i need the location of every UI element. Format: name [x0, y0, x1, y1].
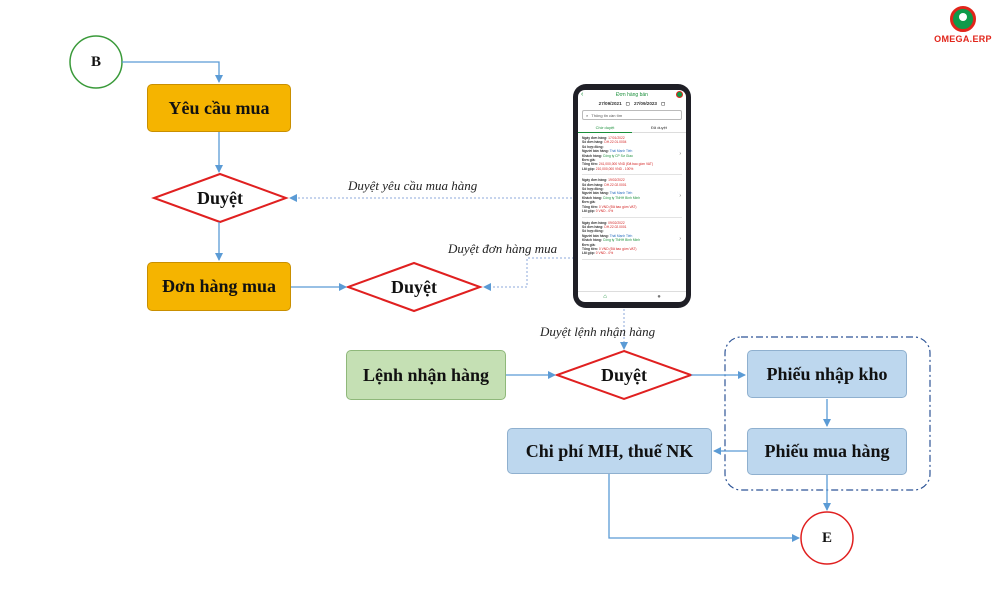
start-label: B [90, 53, 101, 70]
field-label: Số đơn hàng: [582, 182, 604, 187]
field-label: Đơn giá: [582, 158, 596, 163]
phone-header: ‹ Đơn hàng bán [578, 90, 686, 100]
user-icon[interactable]: ● [657, 294, 661, 300]
field-label: Số hợp đồng: [582, 187, 604, 192]
home-icon[interactable]: ⌂ [603, 294, 607, 300]
phone-mockup: ‹ Đơn hàng bán 27/09/2021 ▢ 27/09/2023 ▢… [573, 84, 691, 308]
dotted-arrow-approve-order [483, 257, 578, 291]
field-label: Ngày đơn hàng: [582, 136, 608, 140]
customer: Công ty CP Sư Giao [602, 153, 633, 158]
field-label: Lãi gộp: [582, 251, 595, 256]
field-label: Ngày đơn hàng: [582, 178, 608, 183]
approve-label-1: Duyệt [197, 187, 243, 208]
profit: 0 VND - 0% [595, 251, 614, 256]
omega-erp-logo: OMEGA.ERP [930, 6, 996, 44]
field-label: Người bán hàng: [582, 233, 609, 238]
omega-logo-icon [950, 6, 976, 32]
order-date: 09/02/2022 [608, 220, 625, 225]
label-approve-order: Duyệt đơn hàng mua [448, 241, 558, 256]
stock-receipt-box: Phiếu nhập kho [747, 350, 907, 398]
profit: 210,000,000 VND - 100% [595, 166, 634, 171]
field-label: Tổng tiền: [582, 204, 598, 209]
end-connector-circle [800, 511, 854, 565]
search-placeholder: Thông tin cần tìm [591, 112, 623, 118]
field-label: Lãi gộp: [582, 209, 595, 214]
chevron-right-icon: › [679, 235, 681, 242]
date-to[interactable]: 27/09/2023 [634, 101, 657, 106]
approval-diamond-3 [554, 349, 694, 401]
field-label: Số đơn hàng: [582, 140, 604, 145]
calendar-icon: ▢ [661, 101, 666, 106]
phone-bottom-nav: ⌂ ● [578, 291, 686, 302]
approval-diamond-1 [151, 172, 289, 224]
order-card[interactable]: Ngày đơn hàng: 09/02/2022 Số đơn hàng: D… [582, 221, 682, 260]
back-icon[interactable]: ‹ [581, 91, 584, 98]
phone-title: Đơn hàng bán [616, 92, 648, 98]
label-approve-receipt: Duyệt lệnh nhận hàng [540, 324, 656, 339]
phone-tabs: Chờ duyệt Đã duyệt [578, 123, 686, 133]
field-label: Tổng tiền: [582, 162, 598, 167]
end-label: E [821, 529, 832, 546]
order-card[interactable]: Ngày đơn hàng: 19/02/2022 Số đơn hàng: D… [582, 178, 682, 218]
field-label: Khách hàng: [582, 153, 602, 158]
order-number: DH.22.02.0001 [604, 182, 627, 187]
chevron-right-icon: › [679, 151, 681, 157]
chevron-right-icon: › [679, 193, 681, 200]
field-label: Đơn giá: [582, 200, 596, 205]
field-label: Khách hàng: [582, 195, 602, 200]
purchase-request-box: Yêu cầu mua [147, 84, 291, 132]
seller: Thái Mạnh Tiến [609, 191, 633, 196]
field-label: Lãi gộp: [582, 166, 595, 171]
cost-tax-box: Chi phí MH, thuế NK [507, 428, 712, 474]
approve-label-2: Duyệt [391, 276, 437, 297]
field-label: Số hợp đồng: [582, 229, 604, 234]
field-label: Khách hàng: [582, 238, 602, 243]
date-from[interactable]: 27/09/2021 [598, 101, 622, 106]
profit: 0 VND - 0% [595, 209, 614, 214]
order-number: DH.22.01.0004 [604, 140, 627, 145]
purchase-order-box: Đơn hàng mua [147, 262, 291, 311]
field-label: Tổng tiền: [582, 246, 598, 251]
search-input[interactable]: ⌕ Thông tin cần tìm [582, 110, 682, 120]
field-label: Đơn giá: [582, 242, 596, 247]
seller: Thái Mạnh Tiến [609, 149, 633, 154]
order-date: 19/02/2022 [608, 178, 625, 183]
order-card[interactable]: Ngày đơn hàng: 17/01/2022 Số đơn hàng: D… [582, 136, 682, 176]
phone-logo-icon [676, 91, 683, 98]
purchase-voucher-box: Phiếu mua hàng [747, 428, 907, 475]
field-label: Người bán hàng: [582, 191, 609, 196]
customer: Công ty TNHH Bình Minh [602, 195, 641, 200]
arrow-cost-to-e [608, 474, 800, 542]
phone-screen: ‹ Đơn hàng bán 27/09/2021 ▢ 27/09/2023 ▢… [578, 90, 686, 302]
tab-approved[interactable]: Đã duyệt [632, 123, 686, 133]
order-number: DH.22.02.0001 [604, 224, 627, 229]
field-label: Ngày đơn hàng: [582, 220, 608, 225]
tab-pending[interactable]: Chờ duyệt [578, 123, 632, 133]
total: 0 VND (Đã bao gồm VAT) [598, 204, 637, 209]
calendar-icon: ▢ [625, 101, 630, 106]
receipt-order-box: Lệnh nhận hàng [346, 350, 506, 400]
field-label: Số hợp đồng: [582, 144, 604, 149]
field-label: Số đơn hàng: [582, 224, 604, 229]
search-icon: ⌕ [586, 112, 589, 118]
total: 241,000,000 VND (Đã bao gồm VAT) [598, 162, 653, 167]
label-approve-request: Duyệt yêu cầu mua hàng [348, 178, 478, 193]
approve-label-3: Duyệt [601, 364, 647, 385]
order-date: 17/01/2022 [608, 136, 625, 140]
total: 0 VND (Đã bao gồm VAT) [598, 246, 637, 251]
customer: Công ty TNHH Bình Minh [602, 238, 641, 243]
date-range[interactable]: 27/09/2021 ▢ 27/09/2023 ▢ [578, 100, 686, 110]
arrow-b-to-request [122, 61, 223, 83]
seller: Thái Mạnh Tiến [609, 233, 633, 238]
approval-diamond-2 [345, 261, 483, 313]
field-label: Người bán hàng: [582, 149, 609, 154]
logo-text: OMEGA.ERP [934, 34, 992, 44]
